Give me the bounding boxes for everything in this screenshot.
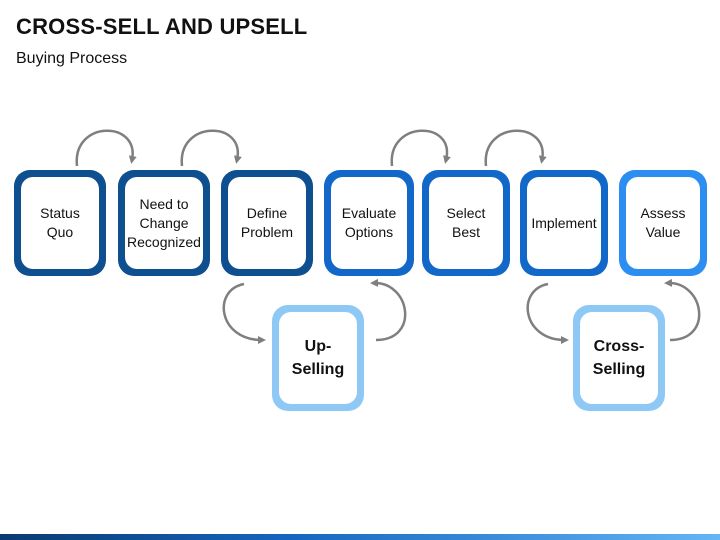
arrow-statusquo-to-need xyxy=(75,129,137,167)
step-implement: Implement xyxy=(520,170,608,276)
step-implement-label: Implement xyxy=(527,177,601,269)
branch-cross-selling-label: Cross-Selling xyxy=(580,312,658,404)
arrow-crossselling-to-assess xyxy=(664,278,701,342)
branch-cross-selling: Cross-Selling xyxy=(573,305,665,411)
arrow-select-to-implement xyxy=(484,129,547,167)
branch-up-selling: Up-Selling xyxy=(272,305,364,411)
branch-up-selling-label: Up-Selling xyxy=(279,312,357,404)
arrow-evaluate-to-select xyxy=(390,129,451,167)
footer-bar xyxy=(0,534,720,540)
page-title: CROSS-SELL AND UPSELL xyxy=(16,14,308,39)
arrow-implement-to-crossselling xyxy=(526,282,569,344)
arrow-define-to-upselling xyxy=(222,282,266,344)
arrow-upselling-to-evaluate xyxy=(370,278,407,342)
page-subtitle: Buying Process xyxy=(16,50,128,67)
arrow-need-to-define xyxy=(180,129,242,167)
